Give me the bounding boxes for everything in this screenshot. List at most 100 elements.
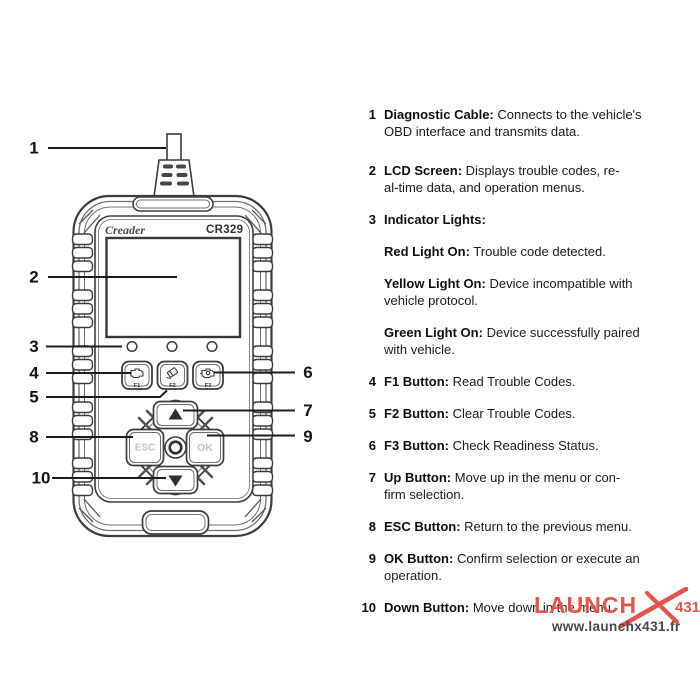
callout-number-7: 7 [303,401,312,420]
item-number: 2 [368,163,376,178]
item-desc: Return to the previous menu. [464,519,632,534]
legend-item-5: 5 F2 Button: Clear Trouble Codes. [350,405,700,422]
item-desc: Move down in the menu. [472,600,615,615]
legend-item-9: 9 OK Button: Confirm selection or execut… [350,550,700,584]
item-number: 9 [368,551,376,566]
item-number: 6 [368,438,376,453]
device-illustration: Creader CR329 F1 F2 [29,133,313,538]
legend-item-3: 3 Indicator Lights: [350,211,700,228]
item-number: 1 [368,107,376,122]
indicator-light-green [206,340,218,353]
corner-grips [78,209,267,523]
legend-item-1: 1 Diagnostic Cable: Connects to the vehi… [350,106,700,140]
item-term: ESC Button: [384,519,461,534]
item-term: Diagnostic Cable: [384,107,494,122]
readiness-icon [200,368,215,379]
item-desc: Confirm selection or execute an [456,551,640,566]
f1-button: F1 [121,360,153,390]
item-number: 3 [368,212,376,227]
x431-number: 431 [675,599,700,616]
svg-text:OK: OK [197,442,213,454]
item-desc: Clear Trouble Codes. [452,406,576,421]
svg-text:F1: F1 [134,383,140,389]
item-term: F2 Button: [384,406,449,421]
up-button [152,400,199,430]
item-term: OK Button: [384,551,454,566]
up-arrow-icon [168,408,183,420]
item-desc-line2: vehicle protocol. [384,293,478,308]
callout-number-4: 4 [29,364,39,383]
nav-pad: ESC OK [125,399,225,496]
callout-number-3: 3 [29,337,38,356]
x431-mark [618,587,689,629]
legend-item-4: 4 F1 Button: Read Trouble Codes. [350,373,700,390]
callout-line-5 [46,389,168,398]
callout-numbers: 1 2 3 4 5 6 7 8 9 10 [29,139,312,488]
item-desc: Trouble code detected. [473,244,606,259]
callout-lines [46,147,295,479]
down-button [152,465,199,495]
item-desc: Displays trouble codes, re- [465,163,620,178]
launch-x431-logo: LAUNCH 431 [534,587,700,629]
item-number: 4 [368,374,376,389]
bottom-slot [141,510,210,535]
item-number: 7 [368,470,376,485]
item-number: 8 [368,519,376,534]
callout-number-6: 6 [303,363,312,382]
indicator-light-red [126,340,138,353]
item-term: Up Button: [384,470,452,485]
item-desc: Device incompatible with [489,276,633,291]
item-number: 5 [368,406,376,421]
item-desc: Device successfully paired [486,325,640,340]
side-grip-ribs [71,233,274,497]
legend-item-red-light: Red Light On: Trouble code detected. [350,243,700,260]
svg-text:F2: F2 [169,383,175,389]
item-desc: Connects to the vehicle's [497,107,642,122]
item-term: Indicator Lights: [384,212,486,227]
indicator-light-yellow [166,340,178,353]
legend-item-6: 6 F3 Button: Check Readiness Status. [350,437,700,454]
item-desc: Move up in the menu or con- [454,470,621,485]
legend-item-8: 8 ESC Button: Return to the previous men… [350,518,700,535]
launch-wordmark: LAUNCH [534,592,637,618]
callout-number-10: 10 [32,469,51,488]
callout-number-9: 9 [303,427,312,446]
item-desc: Check Readiness Status. [452,438,599,453]
website-url: www.launchx431.fr [552,619,681,634]
item-term: F3 Button: [384,438,449,453]
item-term: LCD Screen: [384,163,463,178]
item-term: F1 Button: [384,374,449,389]
legend-item-yellow-light: Yellow Light On: Device incompatible wit… [350,275,700,309]
f2-button: F2 [156,360,189,390]
f3-button: F3 [192,360,224,390]
item-term: Down Button: [384,600,470,615]
legend-item-green-light: Green Light On: Device successfully pair… [350,324,700,358]
callout-number-2: 2 [29,268,38,287]
indicator-lights [126,340,218,353]
item-number: 10 [361,600,376,615]
yellow-light-term: Yellow Light On: [384,276,486,291]
callout-number-8: 8 [29,428,38,447]
eraser-icon [166,367,179,380]
item-desc-line2: with vehicle. [384,342,455,357]
green-light-term: Green Light On: [384,325,483,340]
legend-item-10: 10 Down Button: Move down in the menu. [350,599,700,616]
item-desc-line2: firm selection. [384,487,465,502]
lcd-screen [105,236,242,339]
esc-button: ESC [125,428,165,467]
model-label: CR329 [206,224,243,236]
brand-logo: Creader [105,223,145,237]
legend: 1 Diagnostic Cable: Connects to the vehi… [350,106,700,631]
red-light-term: Red Light On: [384,244,470,259]
legend-item-7: 7 Up Button: Move up in the menu or con-… [350,469,700,503]
callout-number-5: 5 [29,388,38,407]
center-button [164,436,187,459]
legend-item-2: 2 LCD Screen: Displays trouble codes, re… [350,162,700,196]
item-desc-line2: OBD interface and transmits data. [384,124,580,139]
ok-button: OK [185,428,225,467]
item-desc-line2: operation. [384,568,442,583]
callout-number-1: 1 [29,139,38,158]
item-desc: Read Trouble Codes. [452,374,576,389]
svg-text:F3: F3 [205,383,211,389]
top-slot [132,196,214,212]
